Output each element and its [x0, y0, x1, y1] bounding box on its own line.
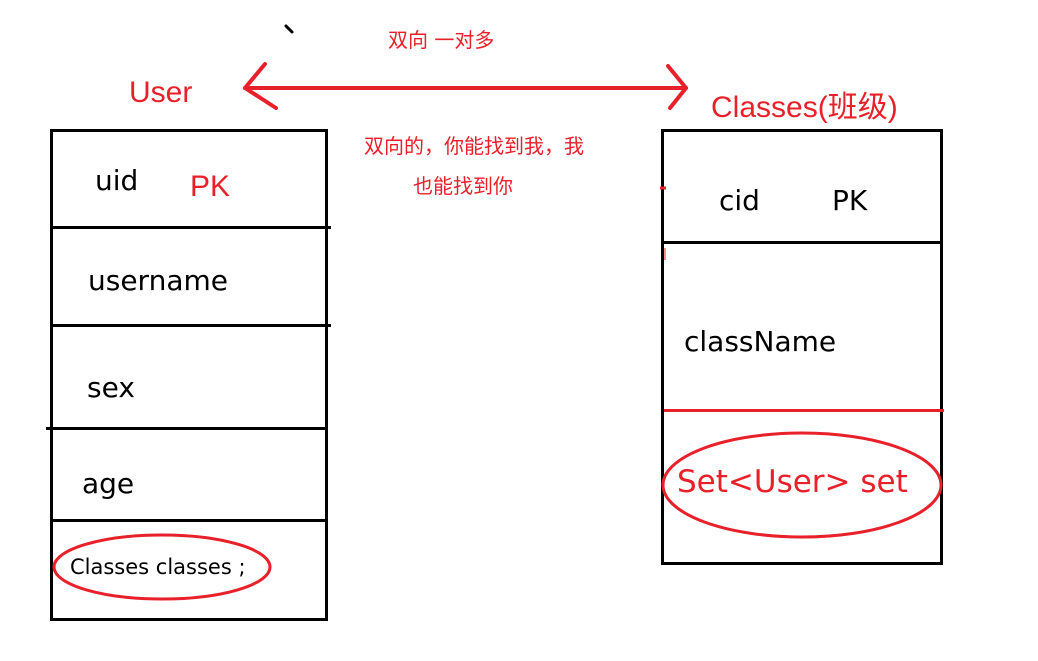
user-field-username: username	[88, 264, 228, 297]
relationship-description-line1: 双向的，你能找到我，我	[364, 134, 584, 158]
user-field-classes: Classes classes ;	[70, 555, 246, 579]
classes-field-user-set: Set<User> set	[677, 464, 908, 500]
classes-field-cid: cid	[719, 184, 760, 217]
user-row-divider	[46, 427, 328, 430]
bidirectional-arrow-icon	[243, 62, 688, 110]
user-row-divider	[50, 226, 331, 229]
user-entity-box	[50, 129, 328, 621]
user-field-uid: uid	[95, 164, 139, 197]
relationship-description-line2: 也能找到你	[413, 174, 513, 198]
user-row-divider	[50, 519, 328, 522]
stray-mark	[284, 24, 294, 34]
user-row-divider	[50, 324, 331, 327]
classes-entity-box	[661, 129, 943, 565]
classes-row-divider	[661, 241, 943, 244]
classes-entity-name: Classes(班级)	[711, 91, 898, 124]
user-field-uid-pk-tag: PK	[190, 170, 231, 203]
classes-field-classname: className	[684, 325, 837, 358]
user-field-sex: sex	[87, 371, 135, 404]
relationship-title: 双向 一对多	[388, 28, 495, 52]
classes-row-divider-red	[664, 409, 944, 412]
classes-field-cid-pk-tag: PK	[832, 184, 868, 217]
user-entity-name: User	[129, 76, 193, 109]
user-field-age: age	[82, 467, 135, 500]
